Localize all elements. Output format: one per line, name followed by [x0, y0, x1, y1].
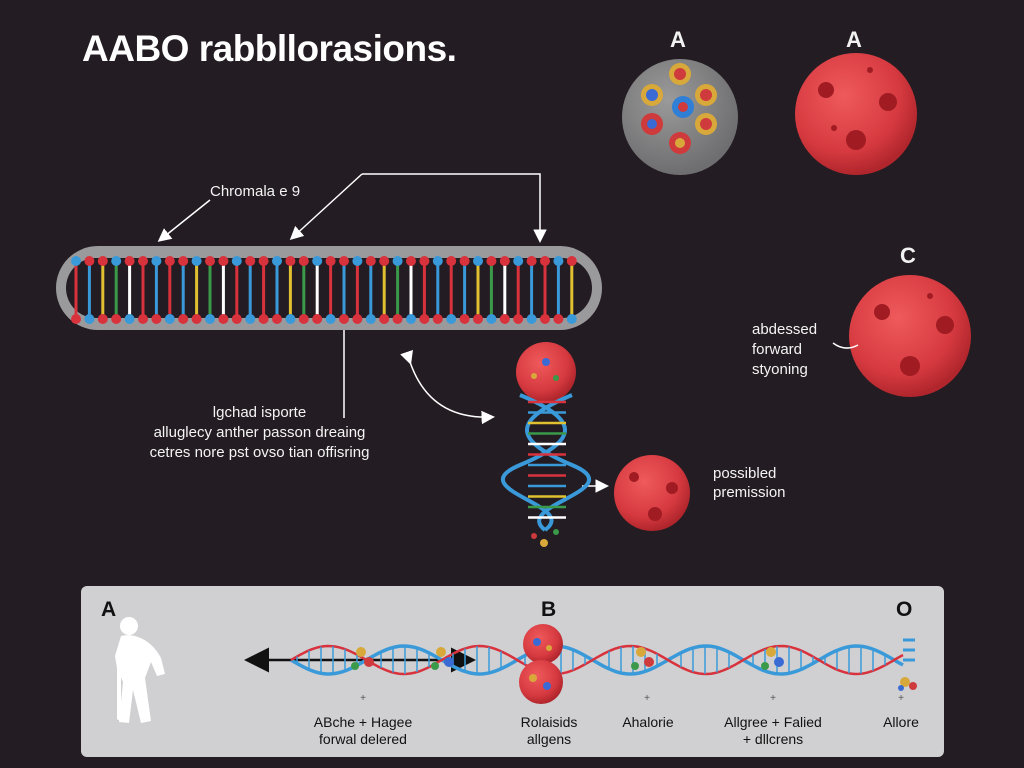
possible-caption-line-1: possibled [713, 465, 777, 482]
person-silhouette-icon [115, 617, 165, 723]
terminal-marker [898, 638, 917, 691]
panel-label-4: Allgree + Falied + dllcrens [703, 714, 843, 748]
panel-label-3: Ahalorie [603, 714, 693, 731]
arrow-icon [289, 173, 363, 241]
middle-caption-line-1: lgchad isporte [212, 404, 307, 421]
right-caption: abdessed forward styoning [752, 320, 817, 380]
middle-caption-line-3: cetres nore pst ovso tian offisring [149, 444, 370, 461]
panel-canvas: + + + + [115, 617, 917, 723]
label-a-top-right: A [846, 27, 862, 52]
right-caption-line-1: abdessed [752, 321, 818, 338]
bottom-panel: A B O + [81, 586, 944, 757]
panel-label-1-line-1: ABche + Hagee [313, 714, 413, 730]
chromosome-9 [56, 246, 602, 330]
cell-icon [795, 53, 917, 175]
cell-icon [849, 275, 971, 397]
panel-label-1: ABche + Hagee forwal delered [303, 714, 423, 748]
chromosome-label: Chromala e 9 [210, 183, 301, 200]
possible-caption: possibled premission [713, 464, 786, 502]
panel-label-4-line-1: Allgree + Falied [724, 714, 822, 730]
panel-label-1-line-2: forwal delered [319, 731, 407, 747]
red-cell-b [519, 624, 563, 704]
panel-letter-b: B [541, 598, 557, 621]
panel-letter-o: O [896, 598, 913, 621]
dna-helix-vertical [501, 342, 591, 547]
arrow-icon [362, 173, 547, 243]
middle-caption: lgchad isporte alluglecy anther passon d… [132, 403, 387, 463]
panel-label-5-line-1: Allore [883, 714, 919, 730]
page-title: AABO rabbllorasions. [82, 28, 457, 69]
chromosome-rungs [71, 256, 577, 324]
gray-cell-with-antigens [622, 59, 738, 175]
svg-text:+: + [644, 693, 650, 704]
right-caption-line-3: styoning [752, 361, 808, 378]
red-cell-a [795, 53, 917, 175]
label-c: C [900, 243, 916, 268]
middle-caption-line-2: alluglecy anther passon dreaing [153, 424, 366, 441]
right-caption-line-2: forward [752, 341, 803, 358]
curved-arrow-icon [400, 349, 495, 425]
antigen-cluster [641, 63, 717, 154]
red-cell-possible [614, 455, 690, 531]
svg-text:+: + [360, 693, 366, 704]
panel-label-2: Rolaisids allgens [499, 714, 599, 748]
svg-text:+: + [898, 693, 904, 704]
panel-label-2-line-1: Rolaisids [520, 714, 578, 730]
possible-caption-line-2: premission [713, 484, 786, 501]
red-cell-c [849, 275, 971, 397]
panel-label-5: Allore [871, 714, 931, 731]
arrow-icon [157, 199, 211, 242]
svg-text:+: + [770, 693, 776, 704]
helix-rungs [528, 400, 566, 519]
panel-label-2-line-2: allgens [526, 731, 572, 747]
panel-label-4-line-2: + dllcrens [742, 731, 804, 747]
pointer-line [832, 342, 859, 349]
label-a-top-left: A [670, 27, 686, 52]
panel-letter-a: A [101, 598, 117, 621]
dna-helix-horizontal [290, 644, 904, 676]
panel-label-3-line-1: Ahalorie [622, 714, 674, 730]
cell-icon [516, 342, 576, 402]
